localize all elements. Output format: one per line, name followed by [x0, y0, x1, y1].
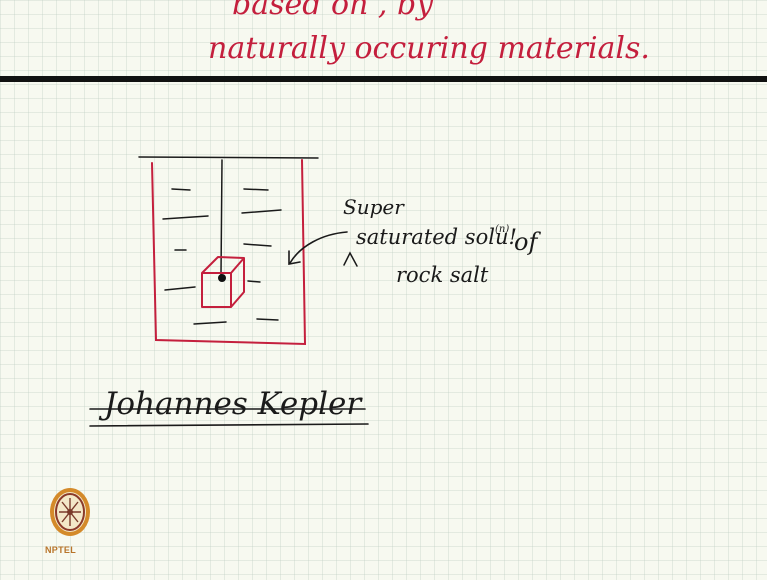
top-partial-text: based on , by: [232, 0, 434, 22]
nptel-logo-icon: [50, 488, 90, 536]
annotation-of: of: [514, 228, 541, 256]
beaker-outline: [151, 159, 307, 346]
liquid-dash: [171, 188, 269, 191]
annotation-superscript: (n): [495, 224, 509, 235]
beaker-top-rod: [138, 156, 319, 159]
liquid-dash: [162, 209, 282, 220]
caret-mark: [343, 251, 358, 267]
annotation-line-2: saturated solu!: [356, 225, 517, 249]
pointer-arrow: [288, 231, 348, 265]
top-line-text: naturally occuring materials.: [208, 31, 650, 66]
liquid-dash: [174, 243, 272, 251]
hanging-string: [220, 159, 223, 276]
kepler-name: Johannes Kepler: [98, 386, 363, 422]
annotation-line-1: Super: [343, 195, 405, 219]
string-knot: [218, 274, 226, 282]
liquid-dash: [193, 318, 279, 325]
nptel-logo-label: NPTEL: [45, 545, 77, 555]
beaker-drawing: [151, 159, 307, 346]
crystal-cube: [201, 256, 245, 308]
solution-markings: [138, 156, 319, 325]
name-underline: [89, 408, 369, 427]
annotation-line-3: rock salt: [396, 263, 489, 287]
liquid-dash: [164, 280, 261, 291]
page-separator: [0, 76, 767, 82]
